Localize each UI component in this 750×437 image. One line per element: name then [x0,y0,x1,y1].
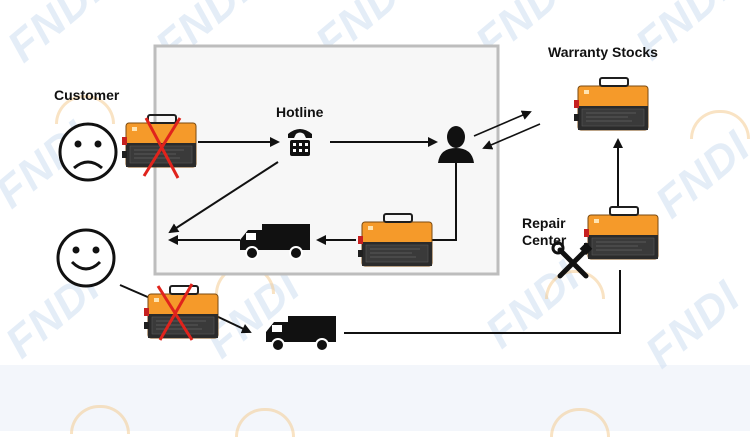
battery-icon [357,213,433,267]
arrow-hotline-to-customer [168,161,279,234]
battery-icon [143,285,219,339]
battery-icon [583,206,659,260]
repair-center-label-line2: Center [522,232,567,248]
sad-face-icon [58,122,118,182]
battery-icon [573,77,649,131]
arrow-agent-to-warranty [473,110,532,137]
happy-face-icon [56,228,116,288]
warranty-stocks-label: Warranty Stocks [548,44,658,60]
line-truck-to-repair [344,270,621,334]
cross-icon [156,283,194,341]
phone-icon [288,129,312,156]
line-agent-to-battery [432,162,457,241]
truck-icon [240,224,310,260]
customer-label: Customer [54,87,120,103]
person-icon [438,126,474,163]
truck-icon [266,316,336,352]
tools-icon [551,241,593,279]
arrow-warranty-to-agent [482,123,541,150]
repair-center-label-line1: Repair [522,215,566,231]
cross-icon [142,117,182,179]
hotline-label: Hotline [276,104,324,120]
line-happy-to-battery [119,284,151,299]
